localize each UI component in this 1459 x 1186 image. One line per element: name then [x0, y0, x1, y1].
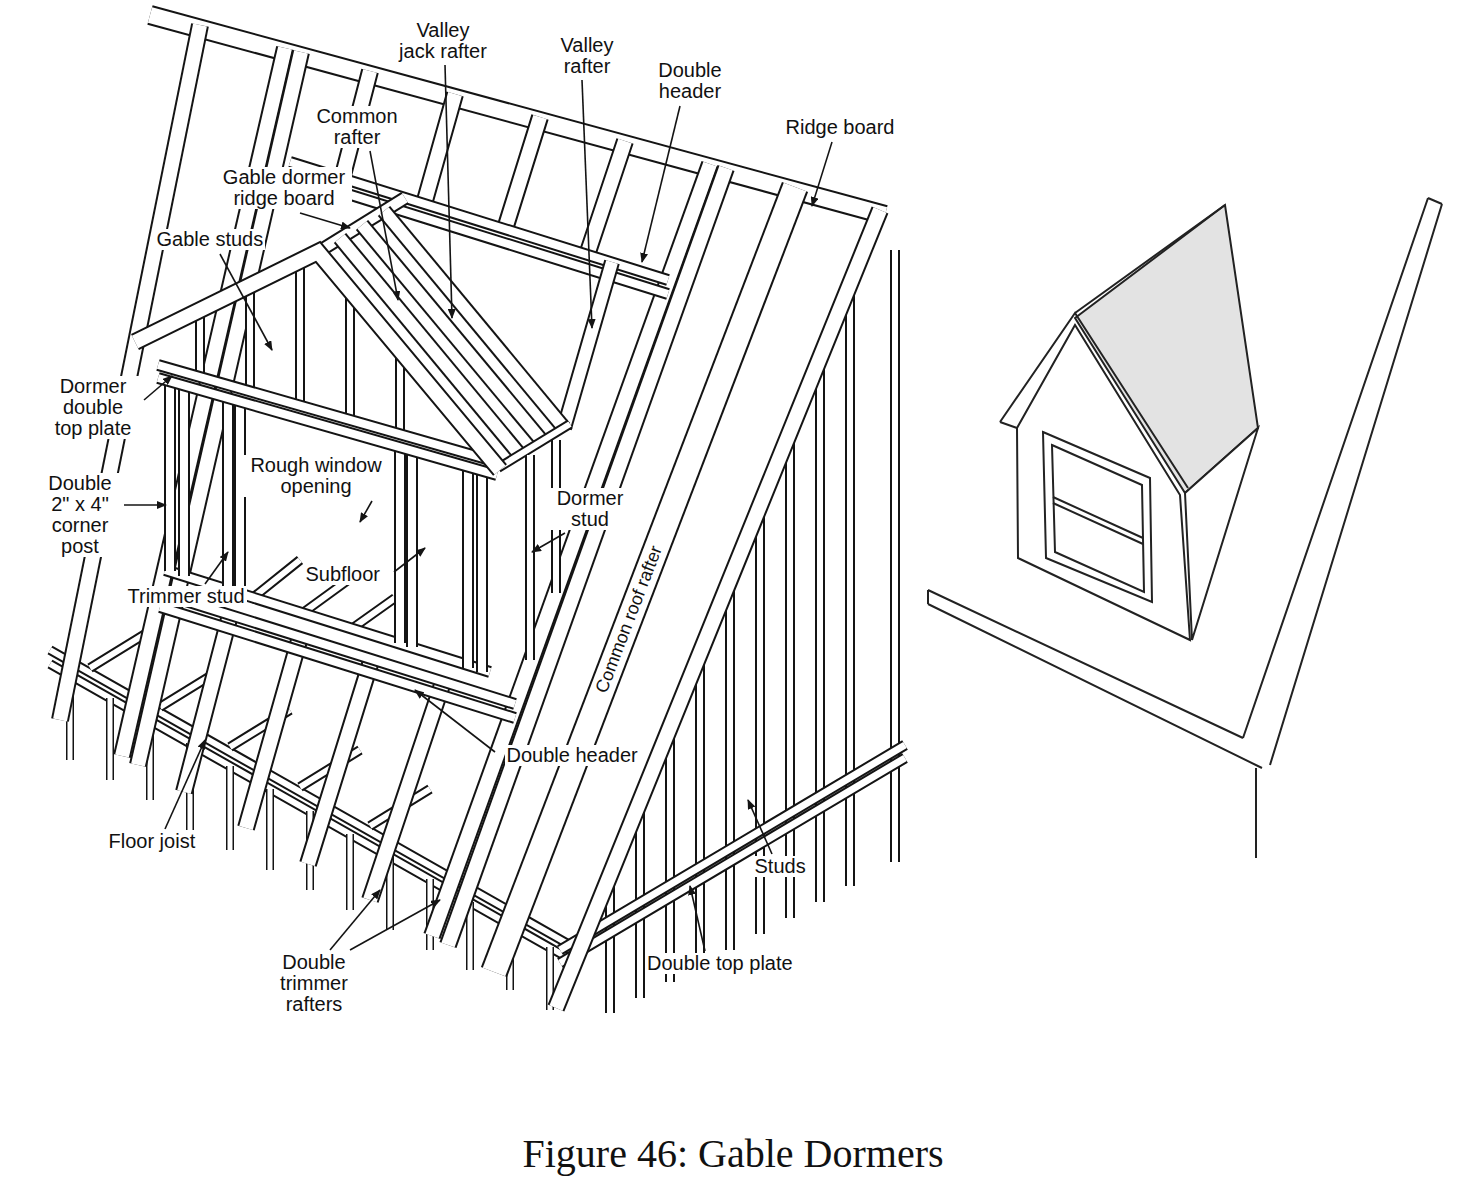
part-label: Dormer double top plate [45, 376, 141, 439]
part-label: Double trimmer rafters [271, 952, 357, 1015]
part-label: Double top plate [645, 953, 795, 974]
figure-caption: Figure 46: Gable Dormers [523, 1130, 944, 1177]
part-label: Common roof rafter [591, 540, 667, 698]
part-label: Valley rafter [550, 35, 624, 77]
part-label: Rough window opening [242, 455, 391, 497]
part-label: Gable studs [155, 229, 266, 250]
part-label: Floor joist [107, 831, 198, 852]
part-label: Common rafter [310, 106, 404, 148]
part-label: Dormer stud [548, 488, 632, 530]
part-label: Ridge board [784, 117, 897, 138]
part-label: Double header [649, 60, 731, 102]
part-label: Gable dormer ridge board [216, 167, 352, 209]
part-label: Studs [753, 856, 808, 877]
finished-dormer-view [928, 198, 1442, 858]
roof-framing [50, 15, 905, 1013]
leader-lines [124, 65, 832, 951]
part-label: Trimmer stud [126, 586, 247, 607]
part-label: Double 2" x 4" corner post [38, 473, 122, 557]
part-label: Valley jack rafter [395, 20, 491, 62]
part-label: Subfloor [304, 564, 383, 585]
part-label: Double header [505, 745, 640, 766]
